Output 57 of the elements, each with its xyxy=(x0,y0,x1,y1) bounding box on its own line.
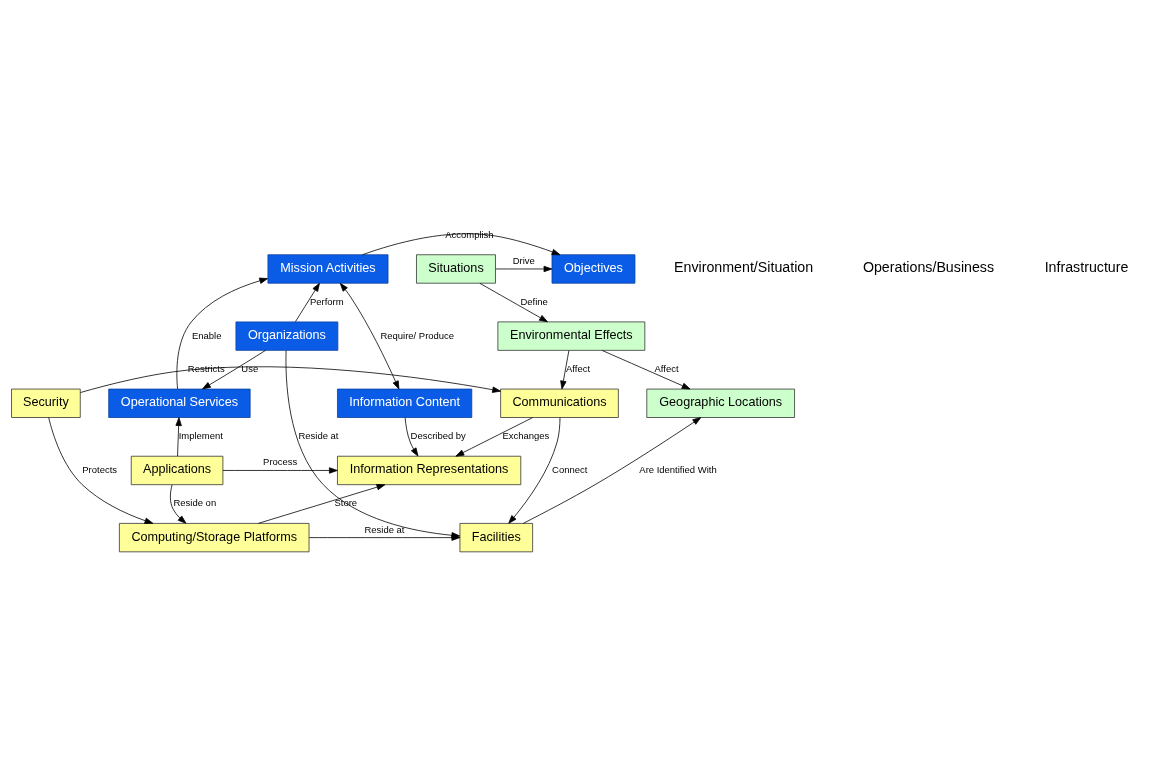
edge-label: Described by xyxy=(410,429,466,441)
arrow xyxy=(508,416,561,524)
edge-label: Restricts xyxy=(187,362,225,374)
edge-label: Perform xyxy=(309,295,344,307)
edge-label: Exchanges xyxy=(502,429,550,441)
edge-label: Process xyxy=(263,455,298,467)
arrow xyxy=(258,483,386,524)
node-box: Information Content xyxy=(337,388,473,418)
arrow xyxy=(176,277,269,389)
arrow xyxy=(175,416,182,456)
arrow xyxy=(48,416,154,524)
node-box: Situations xyxy=(416,253,496,284)
arrow xyxy=(404,416,419,456)
node-box: Communications xyxy=(500,388,619,418)
arrow xyxy=(455,416,533,457)
node-box: Organizations xyxy=(235,321,339,351)
edge-label: Reside on xyxy=(173,496,217,508)
node-box: Information Representations xyxy=(337,455,522,485)
node-box: Facilities xyxy=(459,522,534,552)
edge-label: Reside at xyxy=(298,429,339,441)
node-box: Environmental Effects xyxy=(497,321,646,351)
arrow xyxy=(560,349,570,389)
edge-label: Define xyxy=(520,295,548,307)
arrow xyxy=(601,349,691,389)
label: Infrastructure xyxy=(1044,258,1129,275)
arrow xyxy=(169,484,187,524)
arrow xyxy=(222,466,338,474)
arrow xyxy=(479,282,548,322)
node-box: Mission Activities xyxy=(267,253,389,284)
edge-label: Accomplish xyxy=(445,228,494,240)
edge-label: Store xyxy=(334,496,358,508)
edge-label: Affect xyxy=(654,362,679,374)
label: Environment/Situation xyxy=(674,258,814,275)
node-box: Applications xyxy=(130,455,224,485)
edge-label: Connect xyxy=(552,463,588,475)
edge-label: Require/ Produce xyxy=(380,329,455,341)
arrow xyxy=(80,365,501,393)
node-box: Objectives xyxy=(551,253,636,284)
arrow xyxy=(339,282,400,389)
edge-label: Protects xyxy=(82,463,117,475)
edge-label: Use xyxy=(241,362,259,374)
arrow xyxy=(202,349,266,389)
node-box: Security xyxy=(11,388,81,418)
node-box: Operational Services xyxy=(108,388,251,418)
edge-label: Reside at xyxy=(364,523,405,535)
edge-label: Are Identified With xyxy=(639,463,717,475)
arrow xyxy=(295,282,320,322)
arrow xyxy=(522,416,702,524)
edge-label: Drive xyxy=(512,254,535,266)
label: Operations/Business xyxy=(862,258,995,275)
edge-label: Affect xyxy=(566,362,591,374)
node-box: Computing/Storage Platforms xyxy=(119,522,310,552)
arrow xyxy=(495,265,553,272)
node-box: Geographic Locations xyxy=(646,388,795,418)
edge-label: Implement xyxy=(178,429,223,441)
arrow xyxy=(362,232,561,255)
edge-label: Enable xyxy=(191,329,222,341)
